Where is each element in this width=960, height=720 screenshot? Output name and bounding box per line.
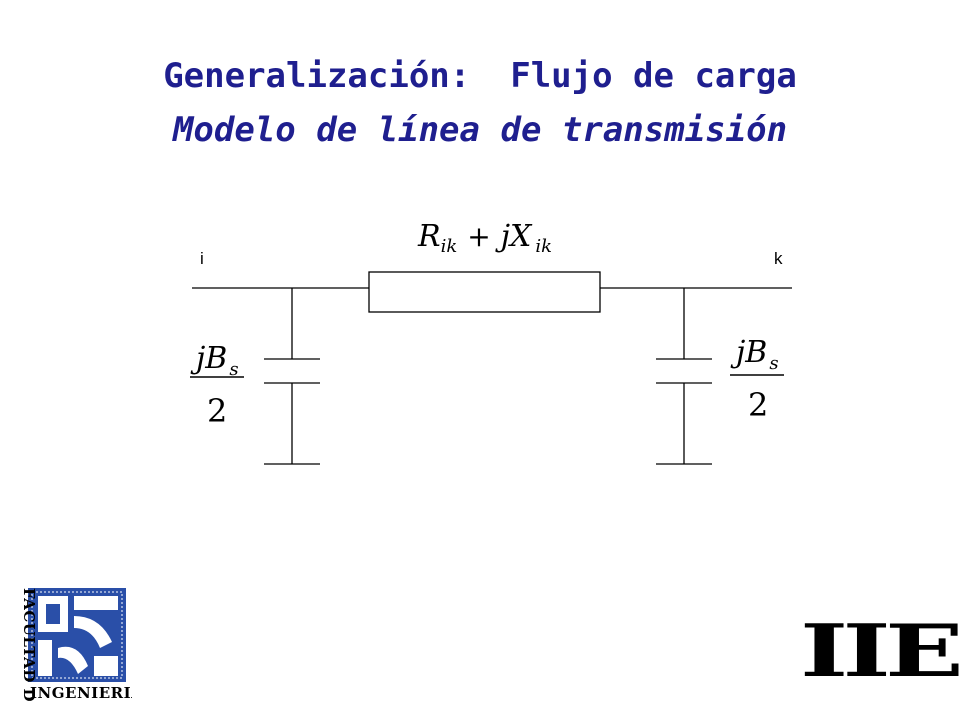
resistance-symbol: R — [417, 219, 441, 254]
page-title: Generalización: Flujo de carga — [0, 56, 960, 96]
reactance-subscript: ik — [535, 236, 552, 257]
faculty-logo-vertical-text: FACULTAD DE — [20, 588, 38, 702]
shunt-capacitor-right — [656, 288, 712, 465]
series-impedance-box — [368, 271, 601, 313]
plus-sign: + — [467, 220, 490, 253]
faculty-logo-horizontal-text: INGENIERIA — [30, 684, 132, 702]
shunt-right-denominator: 2 — [748, 386, 768, 424]
node-label-i: i — [200, 249, 204, 268]
node-label-k: k — [774, 249, 783, 268]
iie-logo-text: IIE — [800, 616, 960, 688]
shunt-left-denominator: 2 — [207, 392, 227, 430]
shunt-capacitor-left — [264, 288, 320, 465]
page-subtitle: Modelo de línea de transmisión — [172, 110, 788, 150]
title-part-2: Flujo de carga — [510, 56, 797, 96]
resistance-subscript: ik — [441, 236, 458, 257]
faculty-logo: FACULTAD DE INGENIERIA — [20, 588, 132, 702]
title-part-1: Generalización: — [163, 56, 471, 96]
iie-logo: IIE — [800, 616, 960, 688]
reactance-symbol: jX — [495, 219, 533, 254]
